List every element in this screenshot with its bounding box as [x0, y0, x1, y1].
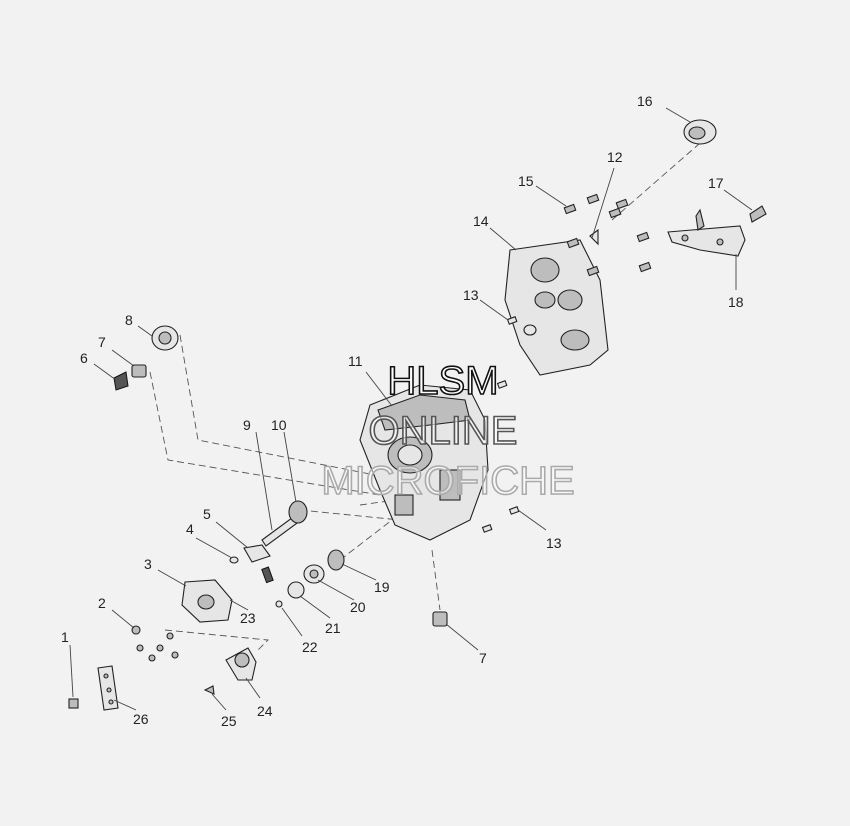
- part-6-spring: [113, 371, 129, 391]
- watermark: HLSM ONLINE MICROFICHE: [321, 358, 576, 504]
- part-22-clip: [275, 600, 283, 608]
- callout-25: 25: [221, 713, 237, 729]
- callout-11: 11: [348, 353, 363, 369]
- callout-13-upper: 13: [463, 287, 479, 303]
- callout-26: 26: [133, 711, 149, 727]
- callout-13-lower: 13: [546, 535, 562, 551]
- callout-7-upper: 7: [98, 334, 106, 350]
- callout-5: 5: [203, 506, 211, 522]
- part-7-cap-upper: [131, 364, 147, 378]
- part-19-gear: [327, 549, 345, 571]
- part-25-clip: [203, 685, 215, 695]
- callout-18: 18: [728, 294, 744, 310]
- watermark-line-2: ONLINE: [369, 409, 518, 453]
- callout-23: 23: [240, 610, 256, 626]
- callout-2: 2: [98, 595, 106, 611]
- callout-16: 16: [637, 93, 653, 109]
- callout-7-lower: 7: [479, 650, 487, 666]
- part-21-washer: [287, 581, 305, 599]
- callout-6: 6: [80, 350, 88, 366]
- callout-19: 19: [374, 579, 390, 595]
- part-20-bearing: [303, 564, 325, 584]
- part-18-bracket: [667, 205, 767, 257]
- watermark-line-1: HLSM: [387, 359, 498, 403]
- part-26-link: [97, 665, 119, 711]
- part-4-clip: [229, 556, 239, 564]
- part-1-nut: [68, 698, 79, 709]
- callout-14: 14: [473, 213, 489, 229]
- part-2-bolts: [131, 625, 179, 662]
- watermark-line-3: MICROFICHE: [321, 459, 574, 503]
- part-16-bearing: [683, 119, 717, 145]
- callout-21: 21: [325, 620, 341, 636]
- part-24-mount: [225, 647, 257, 681]
- callout-15: 15: [518, 173, 534, 189]
- callout-20: 20: [350, 599, 366, 615]
- assembly-lines: [149, 129, 716, 611]
- part-23-spring: [261, 566, 274, 584]
- part-7-cap-lower: [432, 611, 448, 627]
- callout-9: 9: [243, 417, 251, 433]
- callout-1: 1: [61, 629, 69, 645]
- callout-8: 8: [125, 312, 133, 328]
- callout-12: 12: [607, 149, 623, 165]
- callout-10: 10: [271, 417, 287, 433]
- part-10-gear: [288, 500, 308, 524]
- callout-3: 3: [144, 556, 152, 572]
- callout-22: 22: [302, 639, 318, 655]
- part-3-plate: [181, 579, 233, 623]
- part-8-seal: [151, 325, 179, 351]
- part-11-housing: [359, 384, 489, 541]
- cover-bolts: [563, 193, 652, 277]
- leader-lines: [69, 107, 753, 711]
- callout-17: 17: [708, 175, 724, 191]
- callout-4: 4: [186, 521, 194, 537]
- part-14-cover: [504, 239, 609, 376]
- part-13-dowels: [481, 316, 520, 533]
- callout-labels: 1 2 3 4 5 6 7 8 9 10 11 12 13 13 14 15 1…: [61, 93, 744, 729]
- part-5-lever: [243, 544, 271, 563]
- callout-24: 24: [257, 703, 273, 719]
